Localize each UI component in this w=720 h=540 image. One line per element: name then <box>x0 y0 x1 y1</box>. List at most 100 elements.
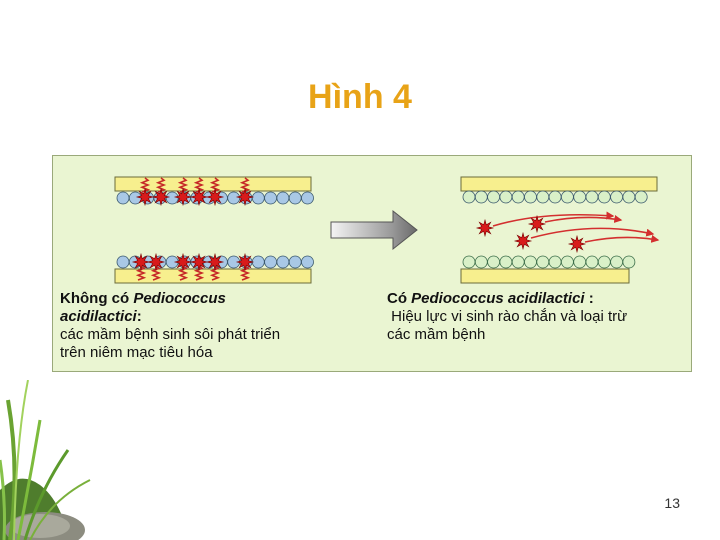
cell <box>264 255 278 269</box>
cell <box>524 190 537 204</box>
left-top-mucosa <box>114 176 314 207</box>
pathogen <box>567 234 587 254</box>
expulsion-arrow <box>530 227 655 239</box>
pathogen-flagellum <box>209 265 221 281</box>
pathogen-flagellum <box>155 177 167 193</box>
transition-arrow <box>330 209 418 251</box>
pathogen <box>173 187 193 207</box>
cell <box>610 255 623 269</box>
excluded-pathogens <box>475 211 660 254</box>
cell <box>462 255 476 269</box>
cell <box>301 191 314 205</box>
illustration <box>114 176 660 284</box>
cell <box>585 255 599 269</box>
cell <box>511 190 525 204</box>
cell <box>585 190 599 204</box>
expulsion-arrow <box>492 211 615 227</box>
cell <box>487 255 501 269</box>
left-caption-species-2: acidilactici <box>60 308 137 325</box>
right-caption-prefix: Có <box>387 290 412 307</box>
pathogen-flagellum <box>177 265 189 281</box>
pathogen <box>146 252 166 272</box>
left-caption-line4: trên niêm mạc tiêu hóa <box>60 344 213 361</box>
right-bottom-mucosa <box>460 255 636 284</box>
pathogen-flagellum <box>209 177 221 193</box>
pathogen-flagellum <box>139 177 151 193</box>
pathogen <box>135 187 155 207</box>
cell <box>499 255 513 269</box>
membrane-band <box>460 176 658 192</box>
cell <box>573 255 587 269</box>
left-caption-prefix: Không có <box>60 290 134 307</box>
cell <box>536 190 550 204</box>
pathogen <box>235 252 255 272</box>
cell <box>610 190 623 204</box>
slide-title: Hình 4 <box>308 78 412 116</box>
pathogen-flagellum <box>150 265 162 281</box>
pathogen <box>205 252 225 272</box>
cell <box>548 190 562 204</box>
cell <box>474 190 488 204</box>
cell <box>597 190 611 204</box>
cell <box>116 255 130 269</box>
right-caption-line2: Hiệu lực vi sinh rào chắn và loại trừ <box>387 308 628 325</box>
pathogen-flagellum <box>193 265 205 281</box>
cell <box>622 190 636 204</box>
right-top-mucosa <box>460 176 658 204</box>
cell <box>511 255 525 269</box>
cell <box>597 255 611 269</box>
cell <box>536 255 550 269</box>
cell <box>116 191 130 205</box>
right-caption-line3: các mầm bệnh <box>387 326 486 343</box>
cell <box>264 191 278 205</box>
cell <box>474 255 488 269</box>
right-caption: Có Pediococcus acidilactici : Hiệu lực v… <box>387 290 687 344</box>
left-caption-line3: các mầm bệnh sinh sôi phát triển <box>60 326 281 343</box>
cell <box>462 190 476 204</box>
pathogen <box>173 252 193 272</box>
cell <box>288 191 302 205</box>
pathogen <box>235 187 255 207</box>
cell <box>548 255 562 269</box>
pathogen <box>205 187 225 207</box>
left-caption-colon: : <box>136 308 142 325</box>
cell <box>622 255 636 269</box>
cell <box>561 255 574 269</box>
left-caption-species: Pediococcus <box>133 290 226 307</box>
cell <box>573 190 587 204</box>
expulsion-arrow <box>584 234 660 243</box>
pathogen-flagellum <box>135 265 147 281</box>
cell <box>251 191 265 205</box>
right-caption-colon: : <box>584 290 594 307</box>
pathogen-flagellum <box>239 265 251 281</box>
pathogen <box>527 214 547 234</box>
pathogen-flagellum <box>193 177 205 193</box>
cell <box>227 191 241 205</box>
pathogen <box>513 231 533 251</box>
pathogen-flagellum <box>177 177 189 193</box>
left-caption: Không có Pediococcus acidilactici: các m… <box>60 290 350 362</box>
cell <box>634 190 648 204</box>
expulsion-arrow <box>544 215 623 223</box>
cell <box>165 191 179 205</box>
page-number: 13 <box>664 495 680 511</box>
cell <box>276 191 290 205</box>
pathogen <box>189 187 209 207</box>
cell <box>301 255 314 269</box>
pathogen <box>151 187 171 207</box>
membrane-band <box>460 268 630 284</box>
pathogen-flagellum <box>239 177 251 193</box>
right-caption-species: Pediococcus acidilactici <box>411 290 585 307</box>
cell <box>561 190 574 204</box>
cell <box>487 190 501 204</box>
left-bottom-mucosa <box>114 252 314 284</box>
pathogen <box>131 252 151 272</box>
diagram-panel: Không có Pediococcus acidilactici: các m… <box>52 155 692 372</box>
pathogen <box>189 252 209 272</box>
cell <box>524 255 537 269</box>
pathogen <box>475 218 495 238</box>
grass-stone-illustration <box>0 380 91 540</box>
cell <box>276 255 290 269</box>
cell <box>499 190 513 204</box>
cell <box>288 255 302 269</box>
